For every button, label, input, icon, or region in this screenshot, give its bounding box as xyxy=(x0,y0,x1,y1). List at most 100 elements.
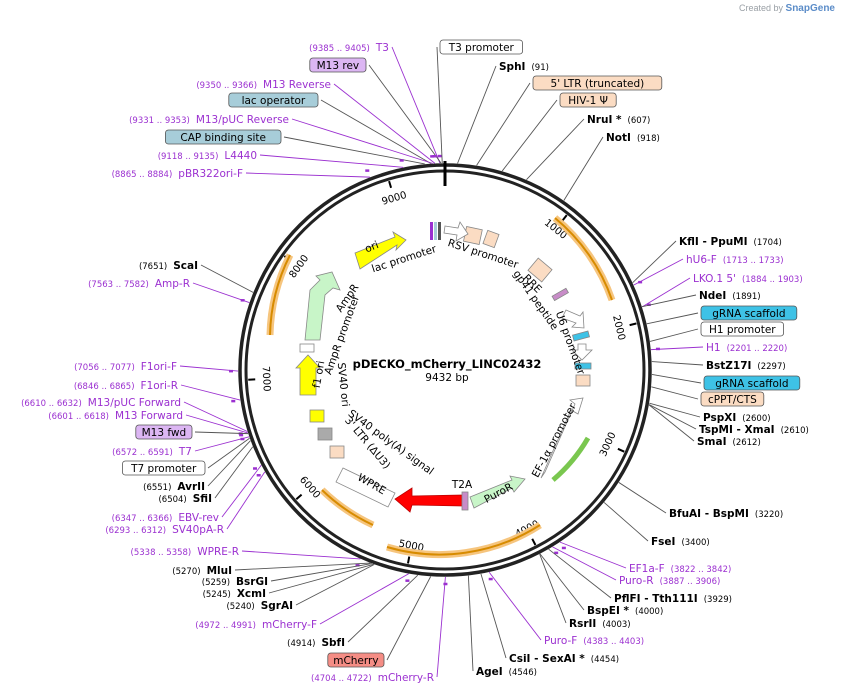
site-label: CsiI - SexAI *(4454) xyxy=(509,653,619,665)
map-label-43: M13 fwd xyxy=(135,424,193,440)
leader-line xyxy=(200,264,254,293)
rre-box xyxy=(527,257,553,283)
feature-box-label: HIV-1 Ψ xyxy=(568,95,608,107)
leader-line xyxy=(386,576,432,661)
ampr-promoter-box xyxy=(299,343,315,353)
feature-box xyxy=(439,39,523,55)
leader-line xyxy=(436,46,443,164)
ori-arrow xyxy=(354,231,407,270)
primer-label: hU6-F(1713 .. 1733) xyxy=(686,254,784,266)
leader-line xyxy=(180,384,241,401)
map-label-11: HIV-1 Ψ xyxy=(559,92,617,108)
leader-line xyxy=(207,437,250,469)
primer-label: (9331 .. 9353)M13/pUC Reverse xyxy=(129,114,289,126)
map-label-51: (5270)MluI xyxy=(172,565,232,577)
map-label-45: T7 promoter xyxy=(122,460,206,476)
feature-text-8: f1 ori xyxy=(311,360,328,389)
leader-line xyxy=(603,502,649,542)
leader-line xyxy=(501,99,558,172)
plasmid-length: 9432 bp xyxy=(425,372,469,384)
map-label-6: (9118 .. 9135)L4440 xyxy=(158,150,257,162)
site-label: SphI(91) xyxy=(499,61,549,73)
primer-label: (6601 .. 6618)M13 Forward xyxy=(48,410,183,422)
leader-line xyxy=(563,136,604,201)
map-label-31: PflFI - Tth111I(3929) xyxy=(614,593,732,605)
snapgene-credit: Created by SnapGene xyxy=(739,3,835,14)
ltr-box xyxy=(329,445,345,459)
map-label-49: (6293 .. 6312)SV40pA-R xyxy=(105,524,224,536)
map-label-18: gRNA scaffold xyxy=(700,305,798,321)
leader-line xyxy=(185,414,248,434)
map-label-1: M13 rev xyxy=(309,57,367,73)
map-label-22: gRNA scaffold xyxy=(703,375,801,391)
primer-label: Puro-F(4383 .. 4403) xyxy=(544,635,644,647)
site-label: (7651)ScaI xyxy=(139,260,198,272)
map-label-35: CsiI - SexAI *(4454) xyxy=(509,653,619,665)
map-label-24: PspXI(2600) xyxy=(703,412,771,424)
map-label-53: (5245)XcmI xyxy=(203,588,266,600)
site-label: BspEI *(4000) xyxy=(587,605,663,617)
leader-line xyxy=(526,118,585,181)
ampr-arrow xyxy=(304,271,341,341)
map-label-21: BstZ17I(2297) xyxy=(706,360,786,372)
leader-line xyxy=(192,282,250,304)
map-label-13: NotI(918) xyxy=(606,132,660,144)
map-label-16: LKO.1 5'(1884 .. 1903) xyxy=(693,273,803,285)
map-label-23: cPPT/CTS xyxy=(700,391,765,407)
feature-box xyxy=(532,75,663,91)
feature-box xyxy=(327,652,385,668)
leader-line xyxy=(648,404,695,442)
tick-1000 xyxy=(561,214,568,222)
map-label-54: (5240)SgrAI xyxy=(226,600,293,612)
map-label-28: FseI(3400) xyxy=(651,536,710,548)
site-label: RsrII(4003) xyxy=(569,618,631,630)
feature-box xyxy=(164,129,282,145)
feature-box xyxy=(703,375,801,391)
map-label-30: Puro-R(3887 .. 3906) xyxy=(619,575,720,587)
leader-line xyxy=(391,46,441,164)
site-label: FseI(3400) xyxy=(651,536,710,548)
primer-label: (4704 .. 4722)mCherry-R xyxy=(311,672,434,684)
arc-ef1a xyxy=(551,436,591,482)
primer-label: (7056 .. 7077)F1ori-F xyxy=(74,361,177,373)
leader-line xyxy=(295,564,375,606)
site-label: (5245)XcmI xyxy=(203,588,266,600)
map-label-36: AgeI(4546) xyxy=(476,666,537,678)
wpre-box xyxy=(335,467,396,508)
leader-line xyxy=(618,482,667,514)
map-label-8: T3 promoter xyxy=(439,39,523,55)
leader-line xyxy=(488,571,542,641)
feature-box xyxy=(309,57,367,73)
leader-line xyxy=(539,553,585,611)
map-label-39: (7056 .. 7077)F1ori-F xyxy=(74,361,177,373)
map-label-26: SmaI(2612) xyxy=(697,436,761,448)
leader-line xyxy=(559,541,627,569)
map-label-40: (6846 .. 6865)F1ori-R xyxy=(74,380,178,392)
leader-line xyxy=(194,431,249,435)
map-label-3: lac operator xyxy=(228,92,319,108)
map-label-4: (9331 .. 9353)M13/pUC Reverse xyxy=(129,114,289,126)
leader-line xyxy=(648,404,697,430)
map-label-46: (6551)AvrII xyxy=(143,481,205,493)
leader-line xyxy=(179,365,239,372)
site-label: BstZ17I(2297) xyxy=(706,360,786,372)
map-label-41: (6610 .. 6632)M13/pUC Forward xyxy=(21,397,181,409)
arc-sv40pa-core xyxy=(321,489,374,526)
leader-line xyxy=(457,65,497,164)
rsv-promoter-arrow xyxy=(443,221,469,242)
map-label-58: (4704 .. 4722)mCherry-R xyxy=(311,672,434,684)
map-label-19: H1 promoter xyxy=(700,321,784,337)
leader-line xyxy=(291,118,433,164)
primer-label: (6572 .. 6591)T7 xyxy=(112,446,192,458)
map-label-2: (9350 .. 9366)M13 Reverse xyxy=(196,79,331,91)
map-label-7: (8865 .. 8884)pBR322ori-F xyxy=(112,168,243,180)
tick-label-3000: 3000 xyxy=(598,431,619,459)
leader-line xyxy=(436,576,446,678)
arc-feature-1000-2000-core xyxy=(554,217,613,301)
map-label-50: (5338 .. 5358)WPRE-R xyxy=(131,546,239,558)
site-label: AgeI(4546) xyxy=(476,666,537,678)
leader-line xyxy=(214,446,254,499)
tick-9000 xyxy=(388,180,393,189)
feature-box xyxy=(559,92,617,108)
